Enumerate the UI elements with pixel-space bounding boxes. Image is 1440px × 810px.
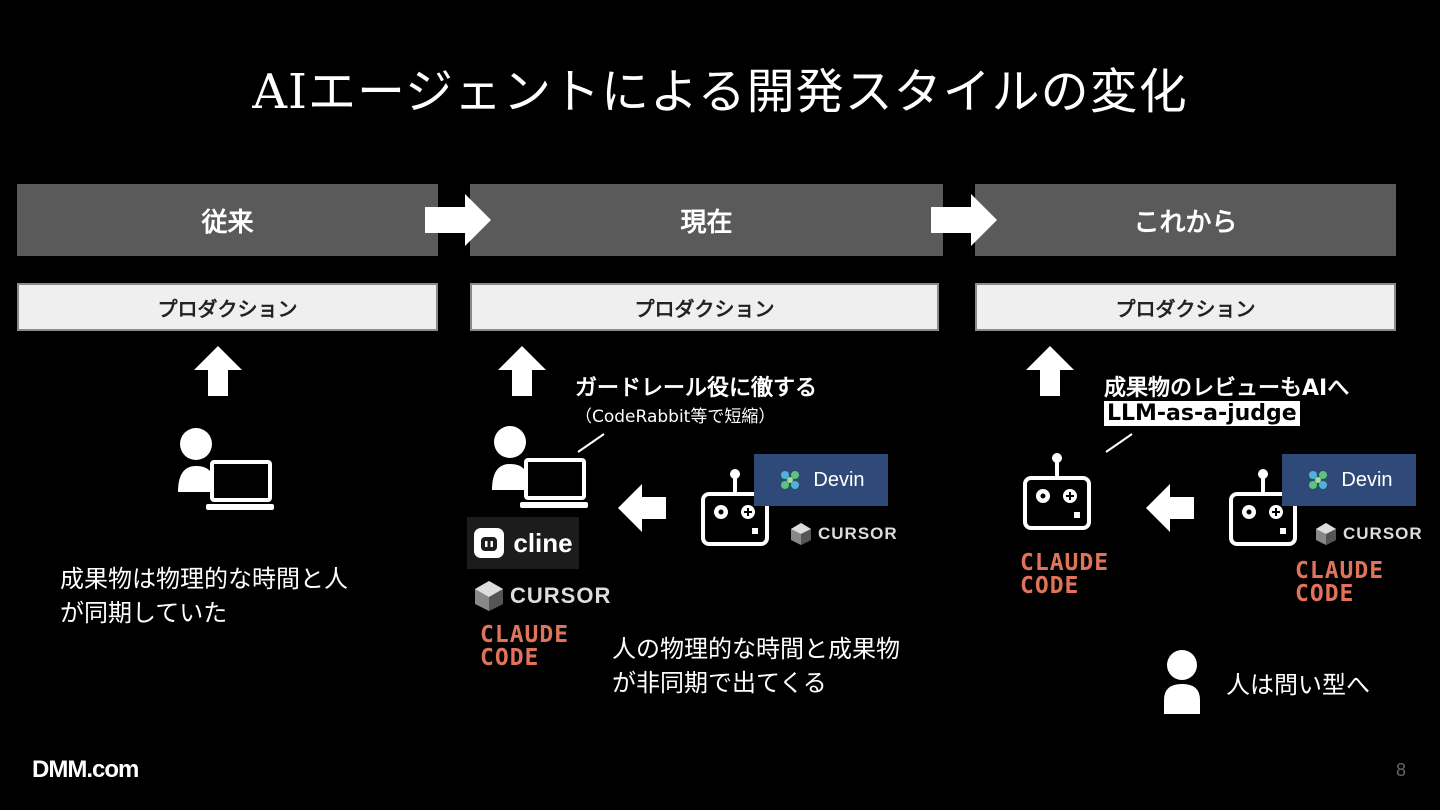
person-laptop-icon xyxy=(178,428,274,510)
cline-robot-icon xyxy=(474,528,505,558)
caption-traditional: 成果物は物理的な時間と人 が同期していた xyxy=(60,562,348,630)
header-current: 現在 xyxy=(470,184,943,256)
slide-title: AIエージェントによる開発スタイルの変化 xyxy=(252,64,1188,120)
callout-line xyxy=(1105,433,1133,453)
cursor-logo: CURSOR xyxy=(474,580,611,612)
cursor-logo: CURSOR xyxy=(1315,522,1423,546)
review-title: 成果物のレビューもAIへ xyxy=(1104,376,1350,401)
claude-line: CLAUDE xyxy=(1020,550,1110,576)
claude-line: CLAUDE xyxy=(480,622,570,648)
claude-code-logo: CLAUDE CODE xyxy=(1020,552,1109,598)
cursor-label: CURSOR xyxy=(510,583,612,608)
arrow-right-icon xyxy=(425,194,491,246)
devin-label: Devin xyxy=(813,468,865,491)
cline-logo: cline xyxy=(467,517,579,569)
robot-icon xyxy=(1023,453,1091,530)
production-box-current: プロダクション xyxy=(470,283,939,331)
production-box-traditional: プロダクション xyxy=(17,283,438,331)
arrow-left-icon xyxy=(618,484,666,532)
llm-as-a-judge-label: LLM-as-a-judge xyxy=(1104,401,1300,426)
claude-line: CLAUDE xyxy=(1295,558,1385,584)
caption-line: が同期していた xyxy=(60,599,228,627)
person-icon xyxy=(1164,650,1200,714)
devin-logo: Devin xyxy=(754,454,888,506)
robot-icon xyxy=(701,469,769,546)
arrow-left-icon xyxy=(1146,484,1194,532)
page-number: 8 xyxy=(1396,760,1407,780)
cursor-cube-icon xyxy=(475,581,503,611)
arrow-right-icon xyxy=(931,194,997,246)
caption-line: 成果物は物理的な時間と人 xyxy=(60,565,348,593)
dmm-logo: DMM.com xyxy=(32,756,139,783)
person-caption: 人は問い型へ xyxy=(1226,671,1370,699)
robot-icon xyxy=(1229,469,1297,546)
devin-label: Devin xyxy=(1341,468,1393,491)
devin-logo-icon xyxy=(1309,471,1328,489)
claude-line: CODE xyxy=(1020,573,1080,599)
production-box-future: プロダクション xyxy=(975,283,1396,331)
cursor-cube-icon xyxy=(791,523,811,545)
cursor-label: CURSOR xyxy=(818,524,898,543)
devin-logo: Devin xyxy=(1282,454,1416,506)
caption-current: 人の物理的な時間と成果物 が非同期で出てくる xyxy=(612,632,900,700)
caption-line: が非同期で出てくる xyxy=(612,669,827,697)
arrow-up-icon xyxy=(194,346,242,396)
cursor-cube-icon xyxy=(1316,523,1336,545)
claude-line: CODE xyxy=(1295,581,1355,607)
devin-logo-icon xyxy=(781,471,800,489)
claude-code-logo: CLAUDE CODE xyxy=(480,624,569,670)
arrow-up-icon xyxy=(498,346,546,396)
cursor-logo: CURSOR xyxy=(790,522,898,546)
header-traditional: 従来 xyxy=(17,184,438,256)
claude-code-logo: CLAUDE CODE xyxy=(1295,560,1384,606)
callout-line xyxy=(577,433,605,453)
guardrail-title: ガードレール役に徹する xyxy=(575,376,818,401)
arrow-up-icon xyxy=(1026,346,1074,396)
review-subtitle: LLM-as-a-judge xyxy=(1104,401,1300,426)
claude-line: CODE xyxy=(480,645,540,671)
person-laptop-icon xyxy=(492,426,588,508)
cursor-label: CURSOR xyxy=(1343,524,1423,543)
cline-label: cline xyxy=(513,527,573,558)
caption-line: 人の物理的な時間と成果物 xyxy=(612,635,900,663)
guardrail-subtitle: （CodeRabbit等で短縮） xyxy=(575,407,776,427)
header-future: これから xyxy=(975,184,1396,256)
